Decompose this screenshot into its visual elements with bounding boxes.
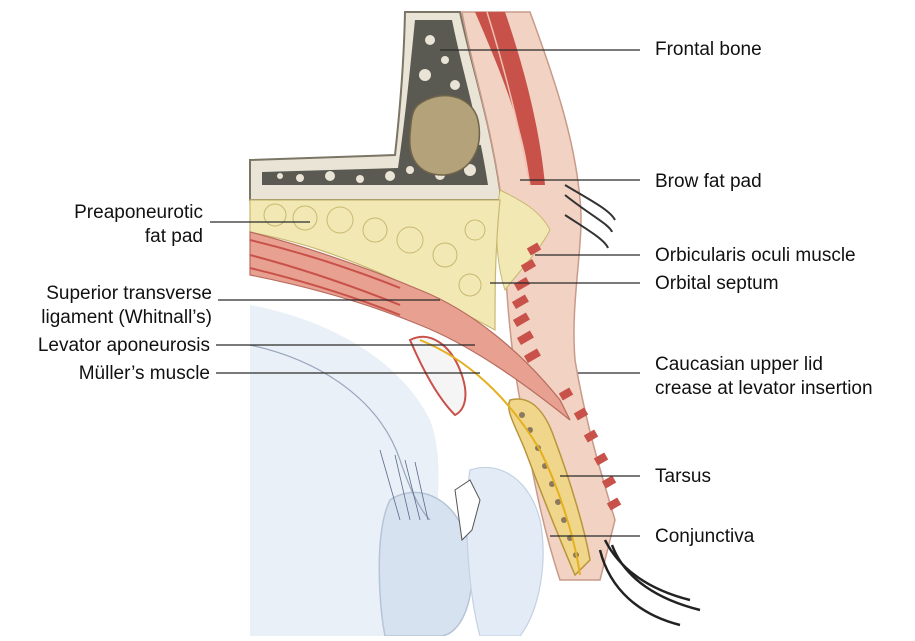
- label-levator-aponeurosis: Levator aponeurosis: [38, 334, 210, 358]
- label-preaponeurotic-fat-pad: Preaponeurotic fat pad: [74, 201, 203, 249]
- label-orbital-septum: Orbital septum: [655, 272, 779, 296]
- label-muller-muscle: Müller’s muscle: [79, 362, 210, 386]
- label-conjunctiva: Conjunctiva: [655, 525, 754, 549]
- frontal-bone-illustration: [250, 12, 500, 200]
- label-whitnall-line1: Superior transverse: [41, 282, 212, 306]
- label-orbicularis-oculi: Orbicularis oculi muscle: [655, 244, 856, 268]
- label-upper-lid-crease: Caucasian upper lid crease at levator in…: [655, 353, 873, 401]
- label-tarsus: Tarsus: [655, 465, 711, 489]
- label-preaponeurotic-line1: Preaponeurotic: [74, 201, 203, 225]
- eyelashes-illustration: [600, 540, 700, 625]
- label-preaponeurotic-line2: fat pad: [74, 225, 203, 249]
- label-brow-fat-pad: Brow fat pad: [655, 170, 762, 194]
- label-whitnall-ligament: Superior transverse ligament (Whitnall’s…: [41, 282, 212, 330]
- label-frontal-bone: Frontal bone: [655, 38, 762, 62]
- label-upper-lid-crease-line2: crease at levator insertion: [655, 377, 873, 401]
- label-whitnall-line2: ligament (Whitnall’s): [41, 306, 212, 330]
- label-upper-lid-crease-line1: Caucasian upper lid: [655, 353, 873, 377]
